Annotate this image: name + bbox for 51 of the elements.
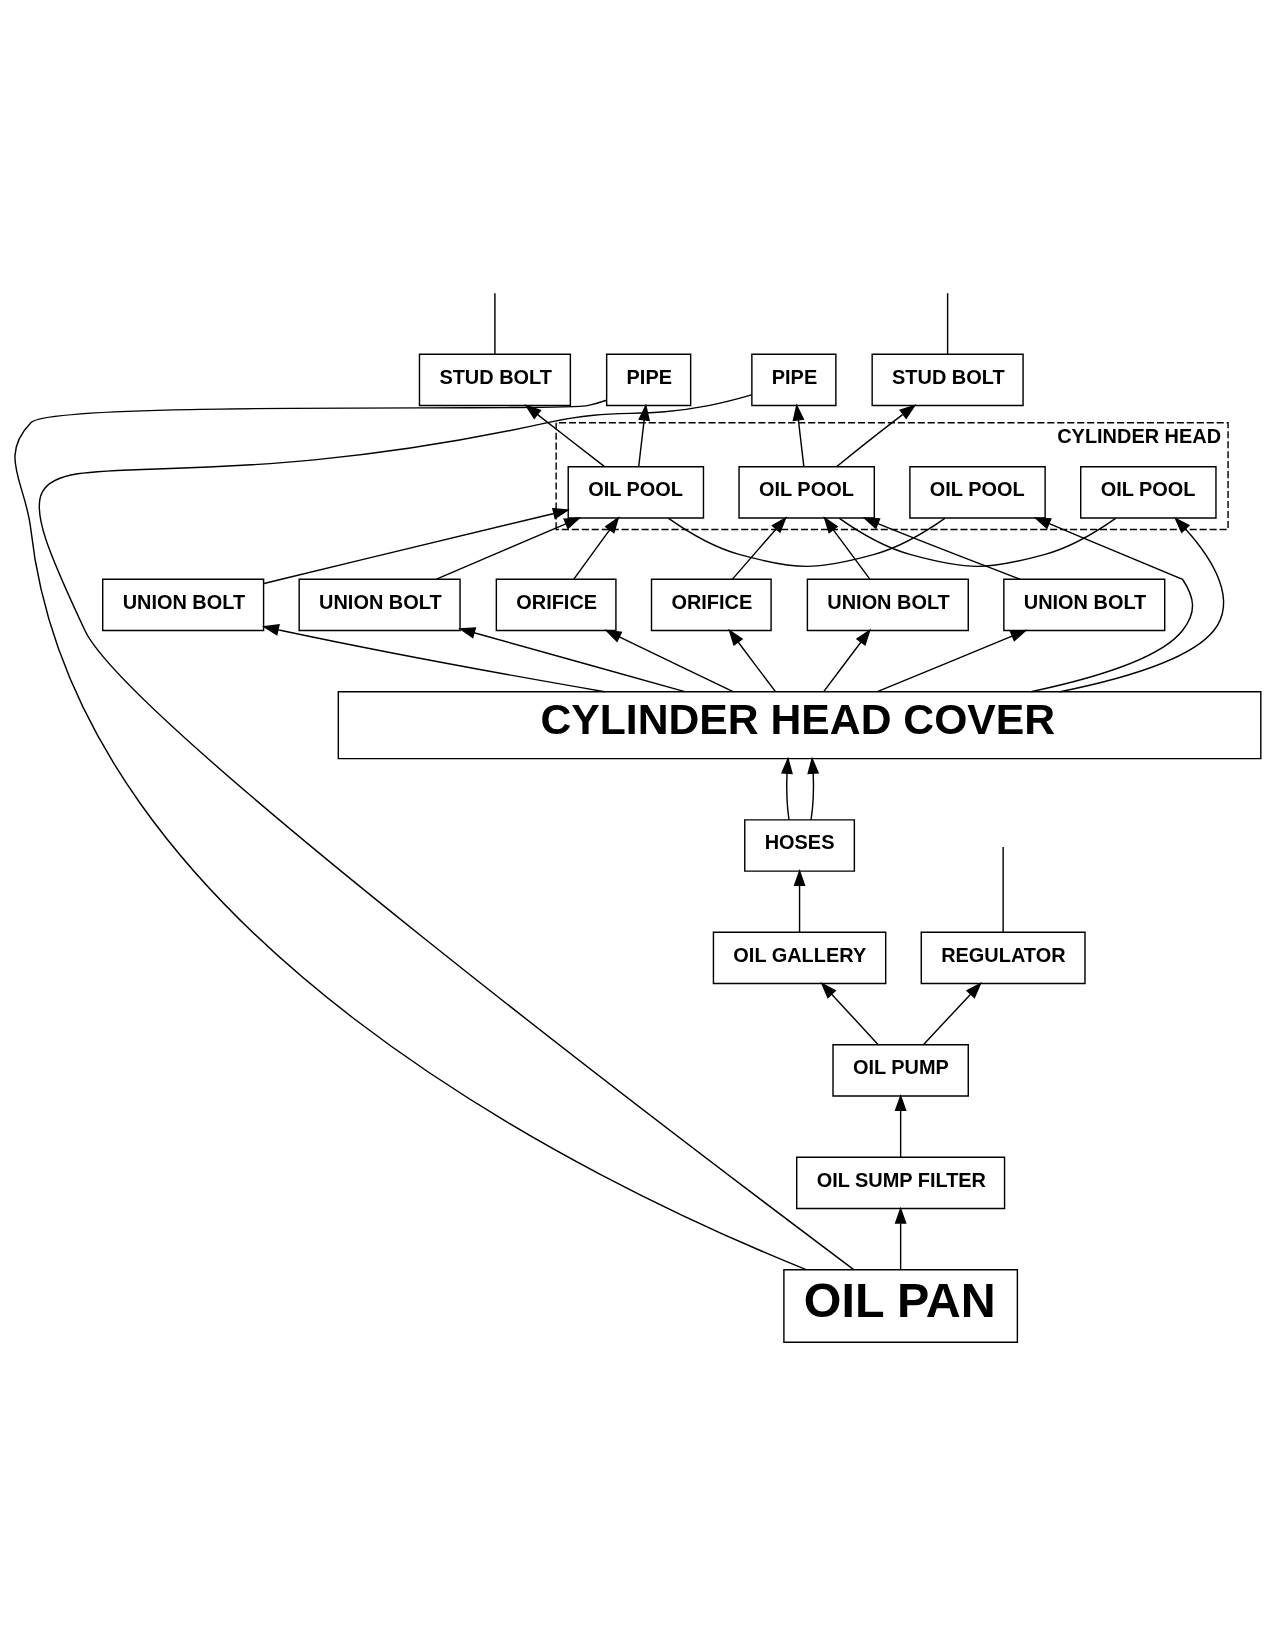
arrow (573, 515, 620, 580)
arrow (922, 981, 982, 1045)
arrow (823, 628, 871, 692)
connector (946, 292, 949, 355)
arrow (823, 515, 871, 580)
node-box: REGULATOR (920, 931, 1086, 984)
connector (667, 517, 946, 567)
node-box: UNION BOLT (102, 578, 265, 631)
arrow (894, 1206, 907, 1270)
node-box: STUD BOLT (418, 353, 572, 406)
node-box: UNION BOLT (1003, 578, 1166, 631)
node-box: ORIFICE (495, 578, 617, 631)
node-box: CYLINDER HEAD COVER (337, 690, 1262, 759)
arrow (731, 515, 787, 580)
node-box: OIL GALLERY (712, 931, 887, 984)
arrow (835, 403, 917, 467)
connector (494, 292, 496, 355)
arrow (435, 516, 582, 580)
node-box: OIL POOL (1080, 465, 1217, 519)
arrow (793, 868, 806, 933)
node-box: ORIFICE (650, 578, 772, 631)
node-box: UNION BOLT (806, 578, 969, 631)
node-box: OIL PUMP (832, 1043, 969, 1097)
arrow (1059, 516, 1225, 692)
node-box: PIPE (751, 353, 837, 406)
arrow (263, 507, 570, 584)
node-box: OIL POOL (567, 465, 705, 519)
node-box: OIL PAN (783, 1268, 1019, 1343)
node-box: OIL POOL (909, 465, 1046, 519)
arrow (638, 403, 651, 467)
arrow (876, 629, 1028, 692)
arrow (820, 981, 879, 1045)
arrow (862, 516, 1021, 580)
arrow (792, 403, 805, 467)
arrow (261, 623, 606, 692)
connector (1002, 845, 1004, 933)
node-box: OIL SUMP FILTER (796, 1156, 1006, 1209)
arrow (1030, 516, 1194, 692)
arrow (458, 626, 686, 692)
connector (838, 517, 1117, 567)
arrow (524, 403, 606, 467)
node-box: STUD BOLT (871, 353, 1024, 406)
node-box: PIPE (605, 353, 692, 406)
node-box: OIL POOL (738, 465, 875, 519)
arrow (781, 756, 793, 820)
arrow (894, 1093, 907, 1158)
arrow (728, 628, 777, 692)
node-box: UNION BOLT (298, 578, 461, 631)
node-box: HOSES (744, 818, 856, 872)
arrow (807, 756, 820, 820)
arrow (604, 629, 734, 692)
